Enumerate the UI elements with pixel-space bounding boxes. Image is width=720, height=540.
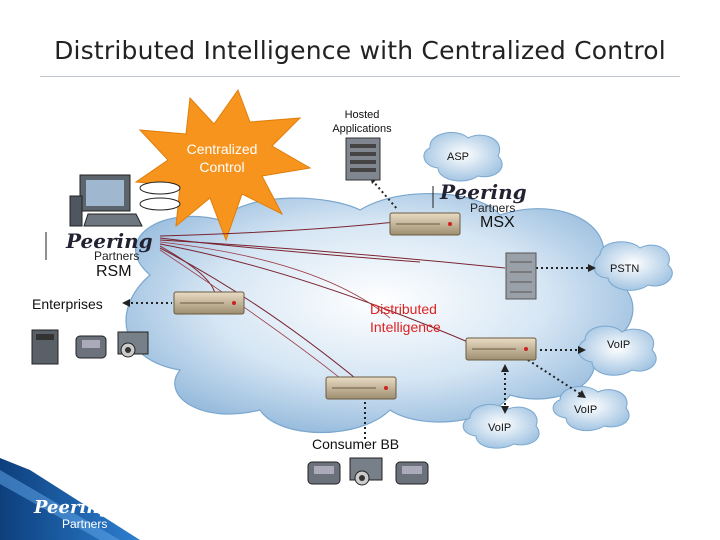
slide-title: Distributed Intelligence with Centralize… [54,36,666,65]
voip-label-bottom: VoIP [488,422,512,434]
voip-label-right: VoIP [607,339,631,351]
router-icon [173,291,245,315]
centralized-control-label: Centralized Control [170,140,274,176]
msx-label: MSX [480,214,515,231]
hosted-applications-label: Hosted Applications [320,108,404,136]
voip-cloud-right [578,325,657,376]
enterprises-label: Enterprises [32,296,103,312]
peering-logo-footer: Peering [34,497,112,518]
distributed-intelligence-label: Distributed Intelligence [370,300,441,336]
distributed-line-2: Intelligence [370,319,441,335]
webcam-icon [117,331,149,358]
phone-icon [75,335,107,359]
router-icon [465,337,537,361]
pstn-cloud [593,241,673,291]
centralized-line-2: Control [199,159,245,175]
partners-text-msx: Partners [470,201,516,215]
hosted-line-1: Hosted [344,109,380,121]
phone-icon [307,461,341,485]
asp-label: ASP [447,151,470,163]
peering-logo-msx: Peering [440,180,527,204]
bottom-bar [0,458,140,540]
pbx-icon [31,329,59,365]
consumer-bb-label: Consumer BB [312,436,400,452]
rack-icon [505,252,537,300]
workstation-icon [69,174,181,227]
partners-text-rsm: Partners [94,249,140,263]
peering-logo-rsm: Peering [66,229,153,253]
distributed-line-1: Distributed [370,301,437,317]
pstn-label: PSTN [610,263,640,275]
partners-text-footer: Partners [62,517,108,531]
hosted-line-2: Applications [332,123,392,135]
router-icon [325,376,397,400]
rsm-label: RSM [96,263,132,280]
asp-cloud [423,132,503,182]
server-icon [345,137,381,181]
voip-label-lower-right: VoIP [574,404,598,416]
centralized-line-1: Centralized [186,141,258,157]
title-divider [40,76,680,77]
router-icon [389,212,461,236]
control-lines [159,221,506,383]
webcam-icon [349,457,383,486]
phone-icon [395,461,429,485]
access-links [126,179,592,440]
voip-cloud-lower-right [552,385,630,432]
